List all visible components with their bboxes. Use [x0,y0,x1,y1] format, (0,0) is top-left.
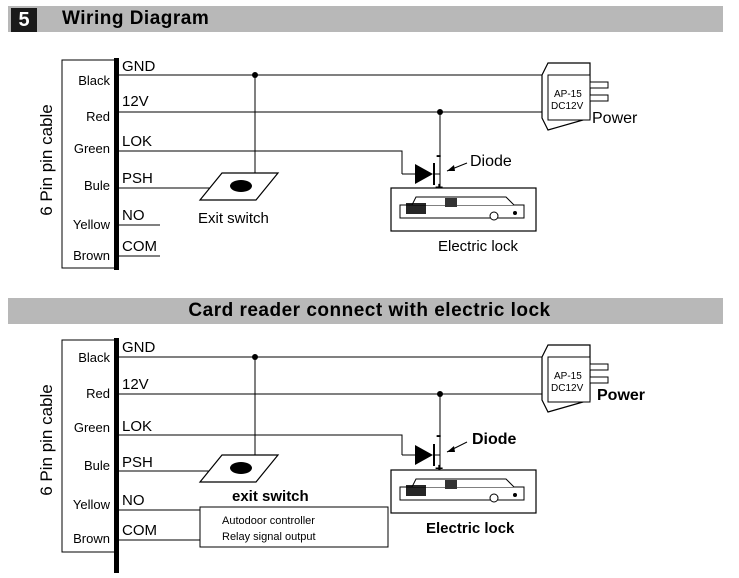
pin-color-label: Green [74,420,110,435]
power-adapter: AP-15 DC12V Power [541,62,638,131]
wire-label: 12V [122,93,149,110]
pin-color-label: Yellow [73,497,111,512]
section2-title: Card reader connect with electric lock [188,300,551,321]
power-label: Power [592,110,638,127]
wire-label: GND [122,339,156,356]
diagram-1: 6 Pin pin cable Black Red Green Bule Yel… [37,58,638,270]
pin-color-label: Black [78,350,110,365]
diode-label: Diode [472,431,517,448]
power-adapter: AP-15 DC12V Power [541,344,645,413]
page-title: Wiring Diagram [62,8,210,29]
autodoor-controller: Autodoor controller Relay signal output [199,506,389,548]
controller-line1: Autodoor controller [222,515,315,527]
pin-color-label: Bule [84,458,110,473]
wire-label: PSH [122,170,153,187]
adapter-model: AP-15 [554,89,582,100]
connector-box [61,59,116,269]
adapter-voltage: DC12V [551,383,584,394]
wires [119,356,545,541]
section2-header-bar [8,298,723,324]
wire-label: COM [122,522,157,539]
electric-lock-label: Electric lock [426,520,515,537]
diode-label: Diode [470,153,512,170]
pin-color-label: Red [86,386,110,401]
wire-label: NO [122,492,145,509]
exit-switch-label: exit switch [232,488,309,505]
wire-label: GND [122,58,156,75]
diode: - + Diode [402,427,517,476]
diode-plus: + [435,460,443,476]
junction-dot [437,391,443,397]
pin-color-label: Green [74,141,110,156]
wire-label: NO [122,207,145,224]
exit-switch: Exit switch [198,172,280,227]
junction-dot [252,354,258,360]
connector-box [61,339,116,553]
power-label: Power [597,387,645,404]
exit-switch-label: Exit switch [198,210,269,227]
exit-switch: exit switch [198,454,309,505]
cable-label: 6 Pin pin cable [37,384,56,496]
section-number: 5 [11,8,37,32]
pin-color-label: Yellow [73,217,111,232]
pin-color-label: Bule [84,178,110,193]
connector-bar [114,58,119,270]
wire-label: 12V [122,376,149,393]
junction-dot [252,72,258,78]
wires [119,74,545,257]
connector-bar [114,338,119,573]
section-header-bar [8,6,723,32]
pin-color-label: Black [78,73,110,88]
diagram-2: 6 Pin pin cable Black Red Green Bule Yel… [37,338,645,573]
pin-color-label: Brown [73,248,110,263]
adapter-voltage: DC12V [551,101,584,112]
wire-label: LOK [122,133,152,150]
pin-color-label: Red [86,109,110,124]
diode: - + Diode [402,147,512,195]
cable-label: 6 Pin pin cable [37,104,56,216]
diode-plus: + [435,179,443,195]
wire-label: PSH [122,454,153,471]
electric-lock: Electric lock [390,187,537,255]
wire-label: COM [122,238,157,255]
junction-dot [437,109,443,115]
adapter-model: AP-15 [554,371,582,382]
pin-color-label: Brown [73,531,110,546]
diode-minus: - [436,427,441,444]
wire-label: LOK [122,418,152,435]
controller-line2: Relay signal output [222,531,316,543]
electric-lock-label: Electric lock [438,238,519,255]
diode-minus: - [436,147,441,164]
electric-lock: Electric lock [390,469,537,537]
